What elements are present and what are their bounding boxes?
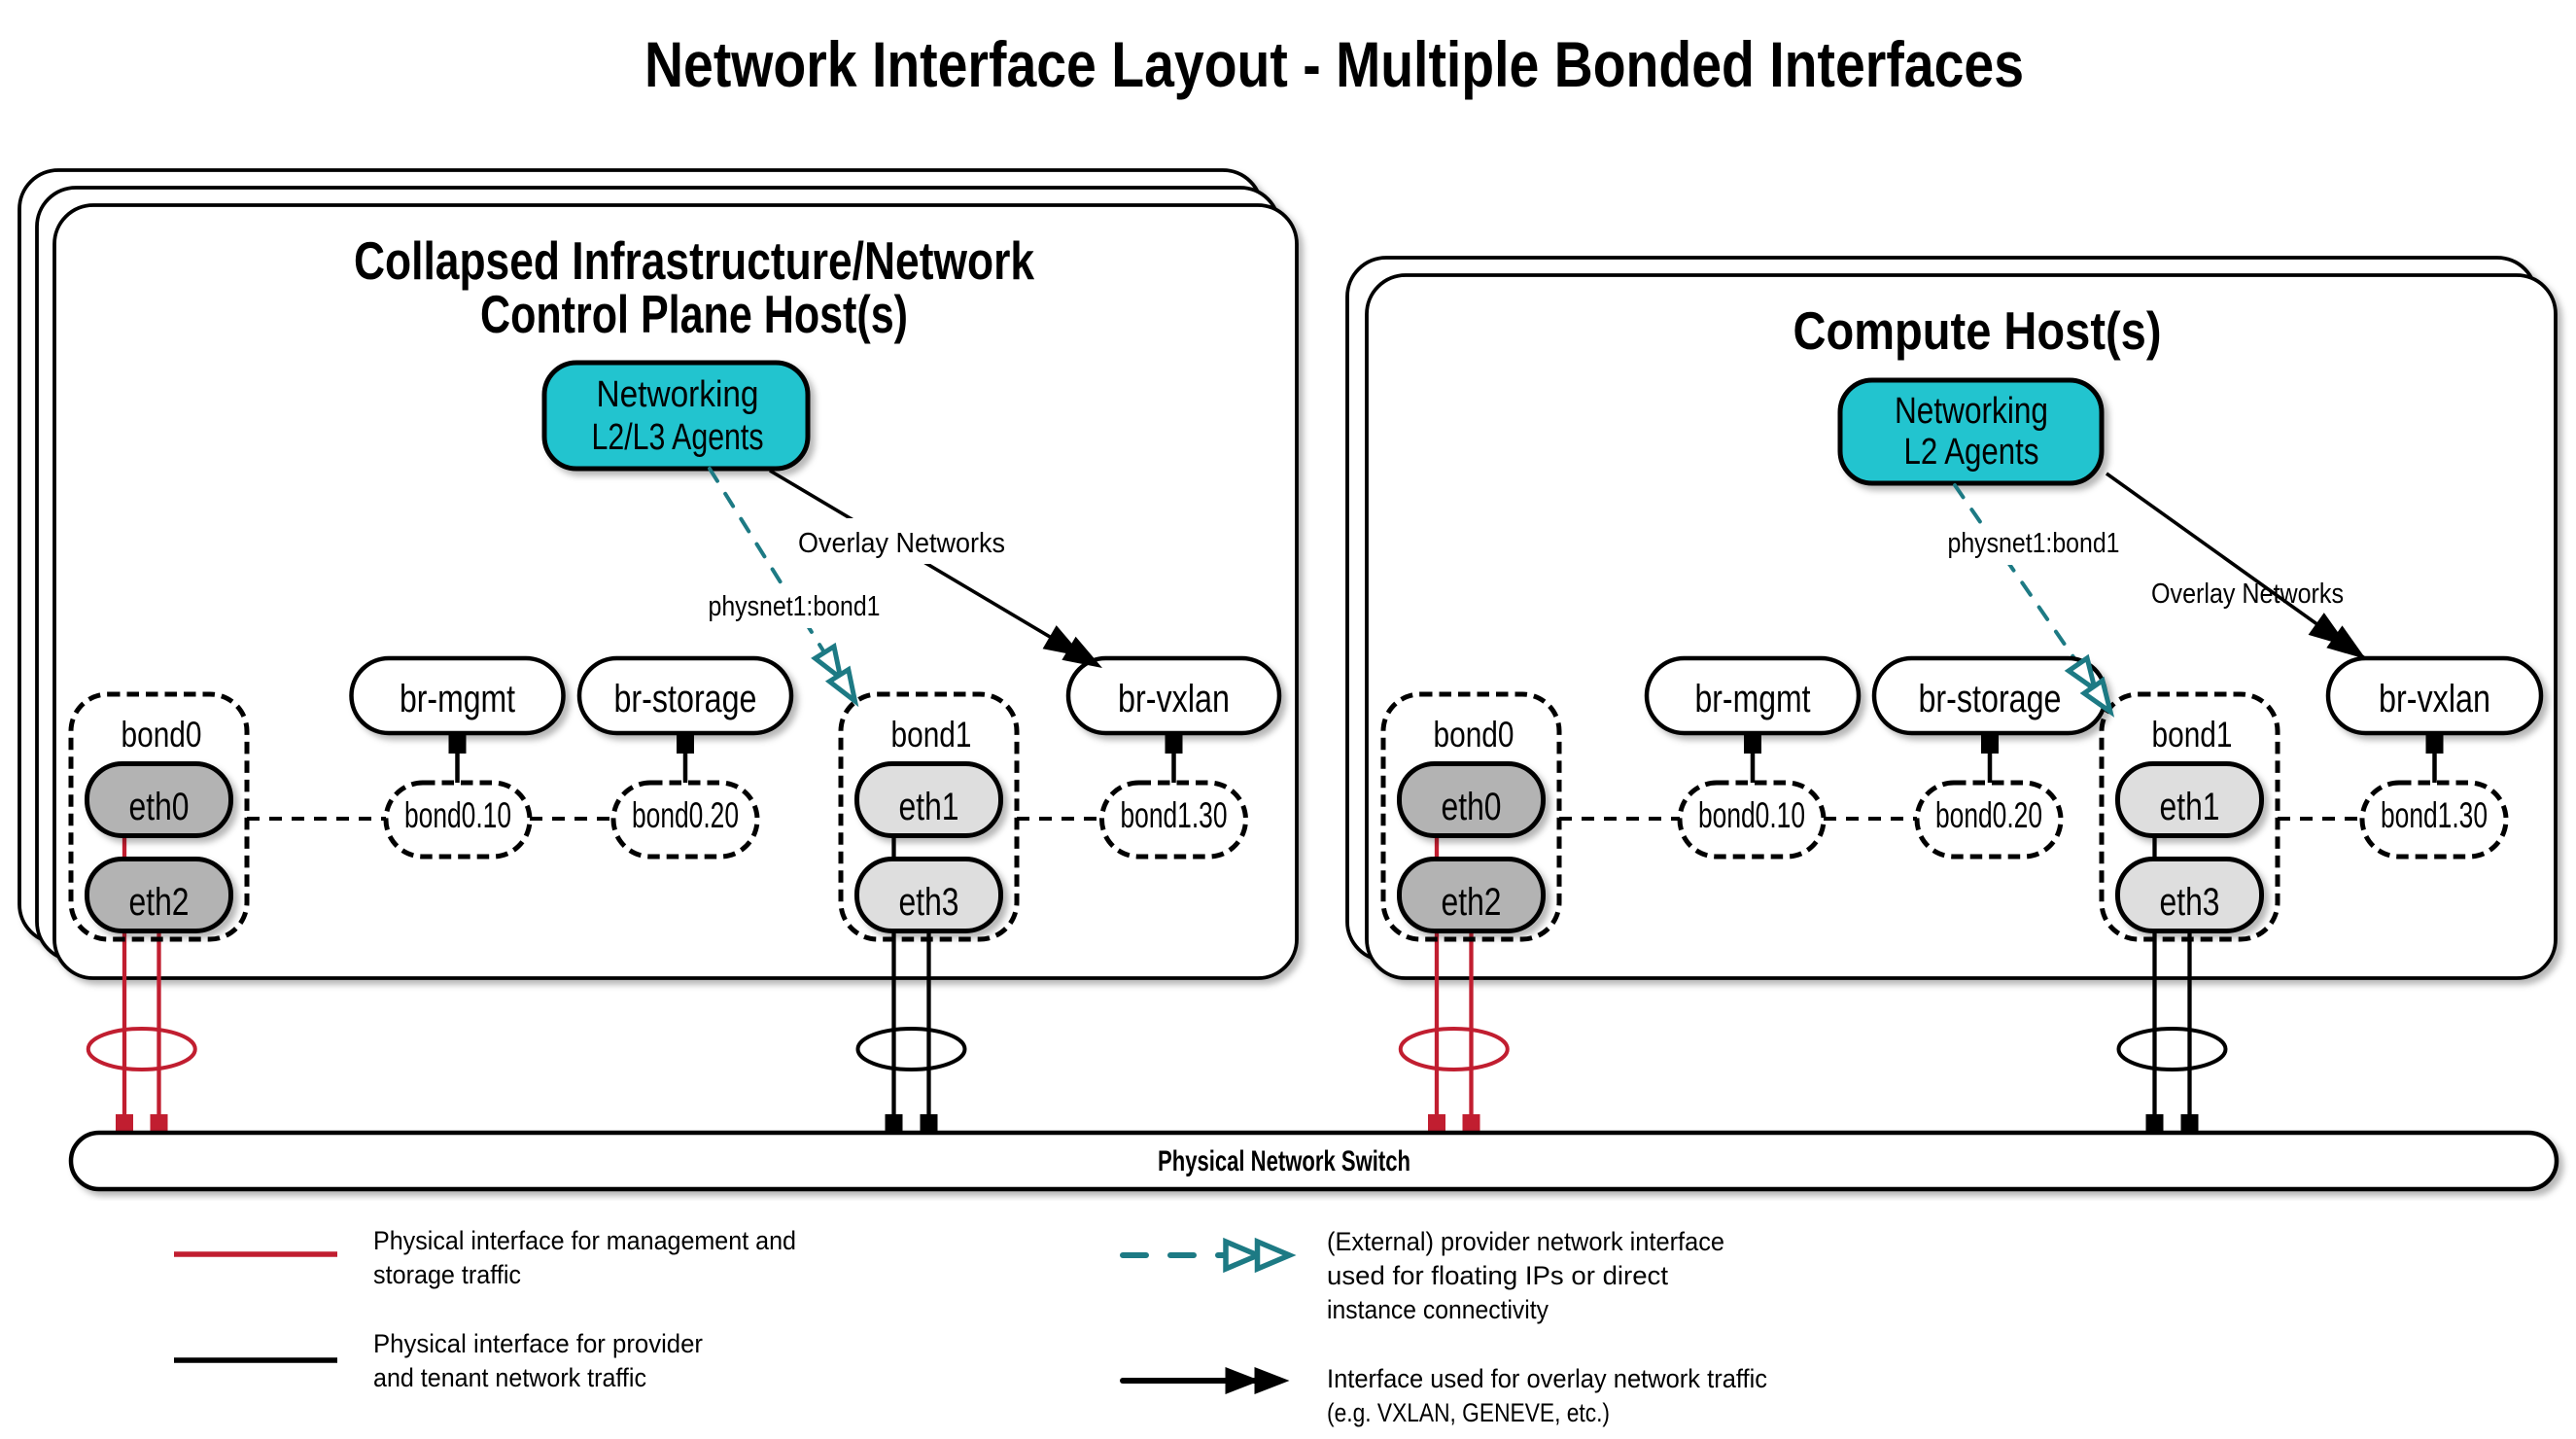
svg-text:eth2: eth2	[1442, 881, 1502, 924]
svg-text:eth0: eth0	[1442, 786, 1502, 828]
svg-text:physnet1:bond1: physnet1:bond1	[709, 591, 881, 622]
svg-text:Control Plane Host(s): Control Plane Host(s)	[480, 284, 908, 344]
svg-text:br-storage: br-storage	[614, 678, 757, 720]
svg-text:eth2: eth2	[129, 881, 190, 924]
svg-text:Physical interface for provide: Physical interface for provider	[373, 1329, 703, 1358]
svg-text:Compute Host(s): Compute Host(s)	[1793, 300, 2162, 361]
svg-text:and tenant network traffic: and tenant network traffic	[373, 1363, 646, 1392]
svg-text:Collapsed Infrastructure/Netwo: Collapsed Infrastructure/Network	[354, 230, 1034, 291]
svg-text:bond0: bond0	[122, 715, 202, 755]
svg-text:bond0.20: bond0.20	[1935, 795, 2042, 835]
svg-text:bond0.10: bond0.10	[404, 795, 511, 835]
svg-text:instance connectivity: instance connectivity	[1327, 1295, 1549, 1324]
svg-text:br-mgmt: br-mgmt	[400, 678, 515, 720]
svg-text:eth3: eth3	[899, 881, 959, 924]
svg-text:Overlay Networks: Overlay Networks	[2151, 579, 2344, 610]
svg-text:br-storage: br-storage	[1919, 678, 2062, 720]
svg-text:bond0.20: bond0.20	[632, 795, 739, 835]
svg-text:Network Interface Layout - Mul: Network Interface Layout - Multiple Bond…	[644, 28, 2024, 100]
svg-text:L2/L3 Agents: L2/L3 Agents	[592, 417, 764, 458]
svg-text:bond1: bond1	[2152, 715, 2233, 755]
svg-text:bond1.30: bond1.30	[1121, 795, 1228, 835]
svg-text:bond0.10: bond0.10	[1698, 795, 1805, 835]
svg-text:Networking: Networking	[597, 374, 759, 415]
svg-text:Physical interface for managem: Physical interface for management and	[373, 1226, 796, 1255]
svg-text:br-vxlan: br-vxlan	[1118, 678, 1230, 720]
svg-text:br-vxlan: br-vxlan	[2379, 678, 2490, 720]
svg-text:Overlay Networks: Overlay Networks	[798, 528, 1005, 559]
svg-text:(e.g. VXLAN, GENEVE, etc.): (e.g. VXLAN, GENEVE, etc.)	[1327, 1398, 1610, 1427]
svg-text:bond0: bond0	[1434, 715, 1514, 755]
svg-text:physnet1:bond1: physnet1:bond1	[1948, 528, 2120, 559]
svg-text:Interface used for overlay net: Interface used for overlay network traff…	[1327, 1364, 1767, 1393]
svg-text:bond1: bond1	[891, 715, 972, 755]
svg-text:storage traffic: storage traffic	[373, 1260, 521, 1289]
svg-text:L2 Agents: L2 Agents	[1904, 432, 2039, 473]
svg-text:eth1: eth1	[899, 786, 959, 828]
svg-text:eth0: eth0	[129, 786, 190, 828]
svg-text:used for floating IPs or direc: used for floating IPs or direct	[1327, 1261, 1669, 1290]
svg-text:Networking: Networking	[1895, 391, 2048, 432]
svg-text:Physical Network Switch: Physical Network Switch	[1158, 1145, 1410, 1177]
svg-text:bond1.30: bond1.30	[2381, 795, 2488, 835]
svg-text:(External) provider network in: (External) provider network interface	[1327, 1227, 1724, 1256]
svg-text:eth1: eth1	[2160, 786, 2220, 828]
svg-text:eth3: eth3	[2160, 881, 2220, 924]
svg-text:br-mgmt: br-mgmt	[1695, 678, 1811, 720]
